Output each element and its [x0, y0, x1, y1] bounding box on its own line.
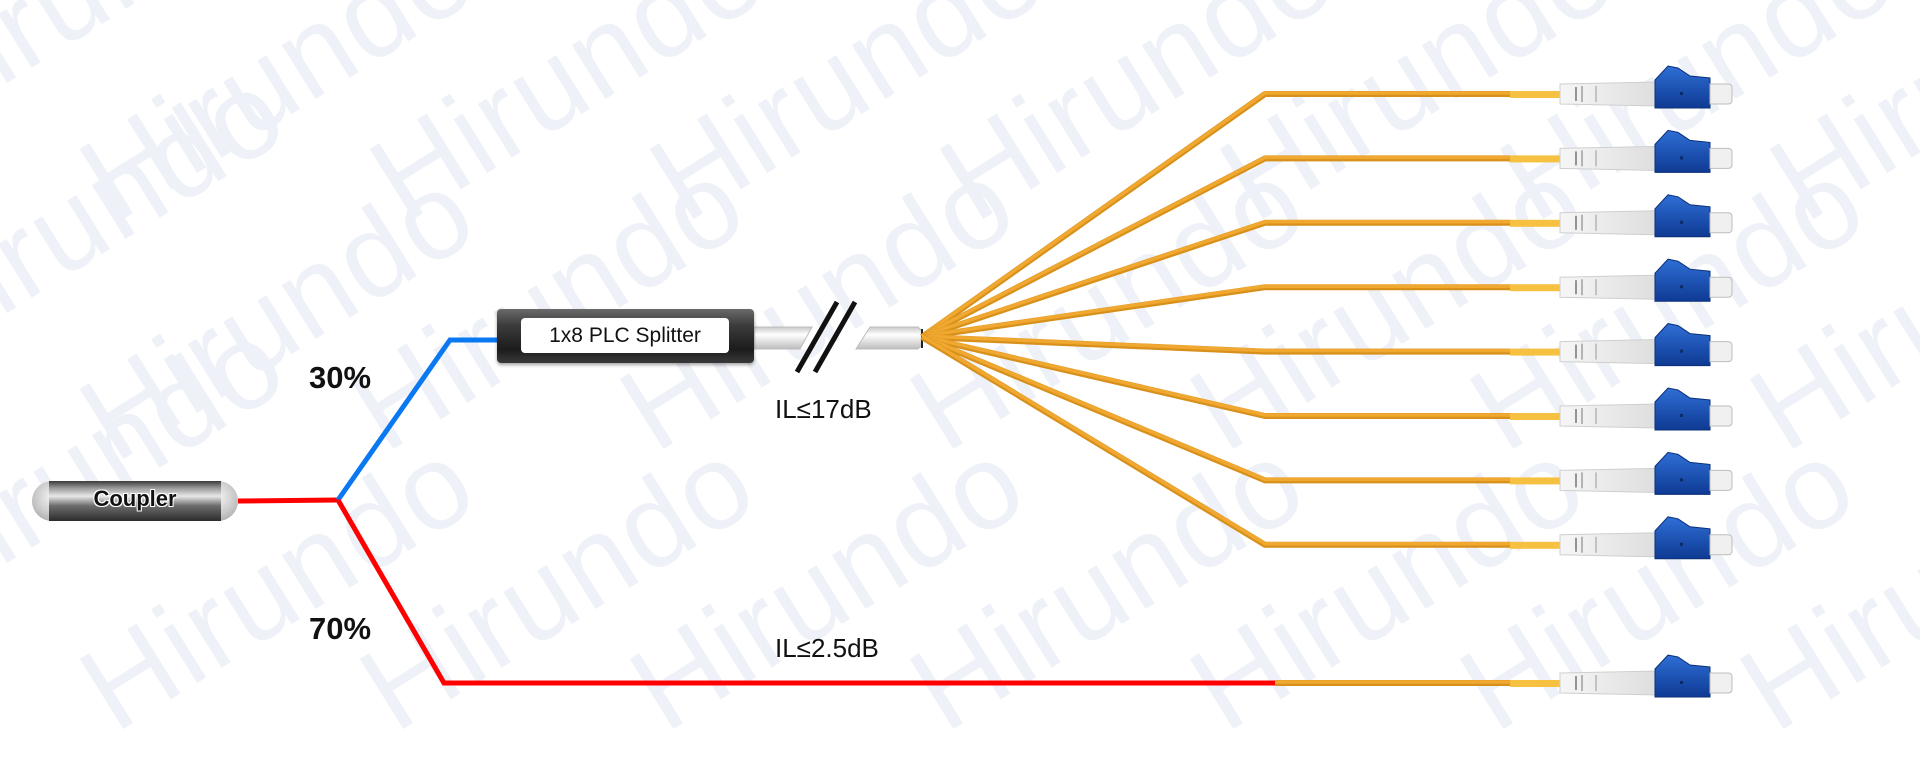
lc-connector-icon	[1559, 323, 1733, 367]
branch-70-percent-label: 70%	[309, 611, 372, 646]
branch-70-insertion-loss-label: IL≤2.5dB	[775, 633, 879, 663]
coupler-component: Coupler	[32, 481, 238, 521]
lc-connector-icon	[1559, 387, 1733, 431]
lc-connector-icon	[1559, 129, 1733, 173]
plc-splitter-component: 1x8 PLC Splitter	[497, 309, 754, 363]
coupler-body	[49, 481, 221, 521]
through-output-fiber	[1275, 680, 1560, 687]
lc-connector-icon	[1559, 451, 1733, 495]
lc-connector-icon	[1559, 654, 1733, 698]
fanout-fibers	[920, 91, 1560, 549]
branch-30-percent-label: 30%	[309, 360, 372, 395]
splitter-output-fiber	[921, 334, 1560, 356]
branch-30-fiber	[335, 337, 498, 502]
splitter-output-fiber	[920, 334, 1560, 549]
splitter-output-fiber	[920, 155, 1560, 340]
lc-connector-icon	[1559, 258, 1733, 302]
lc-connector-icon	[1559, 194, 1733, 238]
coupler-label: Coupler	[93, 486, 177, 511]
input-fiber	[237, 497, 339, 504]
splitter-label: 1x8 PLC Splitter	[549, 324, 701, 347]
splitter-output-tube	[753, 326, 923, 350]
splitter-output-fiber	[921, 219, 1560, 340]
splitter-output-fiber	[920, 91, 1560, 340]
lc-connector-icon	[1559, 516, 1733, 560]
break-mark-icon	[794, 300, 858, 374]
lc-connector-icon	[1559, 65, 1733, 109]
splitter-output-fiber	[920, 334, 1560, 485]
splitter-label-plate: 1x8 PLC Splitter	[521, 318, 729, 353]
splitter-output-fiber	[921, 284, 1560, 340]
branch-30-insertion-loss-label: IL≤17dB	[775, 394, 872, 424]
connectors	[1559, 65, 1733, 698]
splitter-output-fiber	[921, 334, 1560, 420]
branch-70-fiber	[335, 498, 1275, 686]
